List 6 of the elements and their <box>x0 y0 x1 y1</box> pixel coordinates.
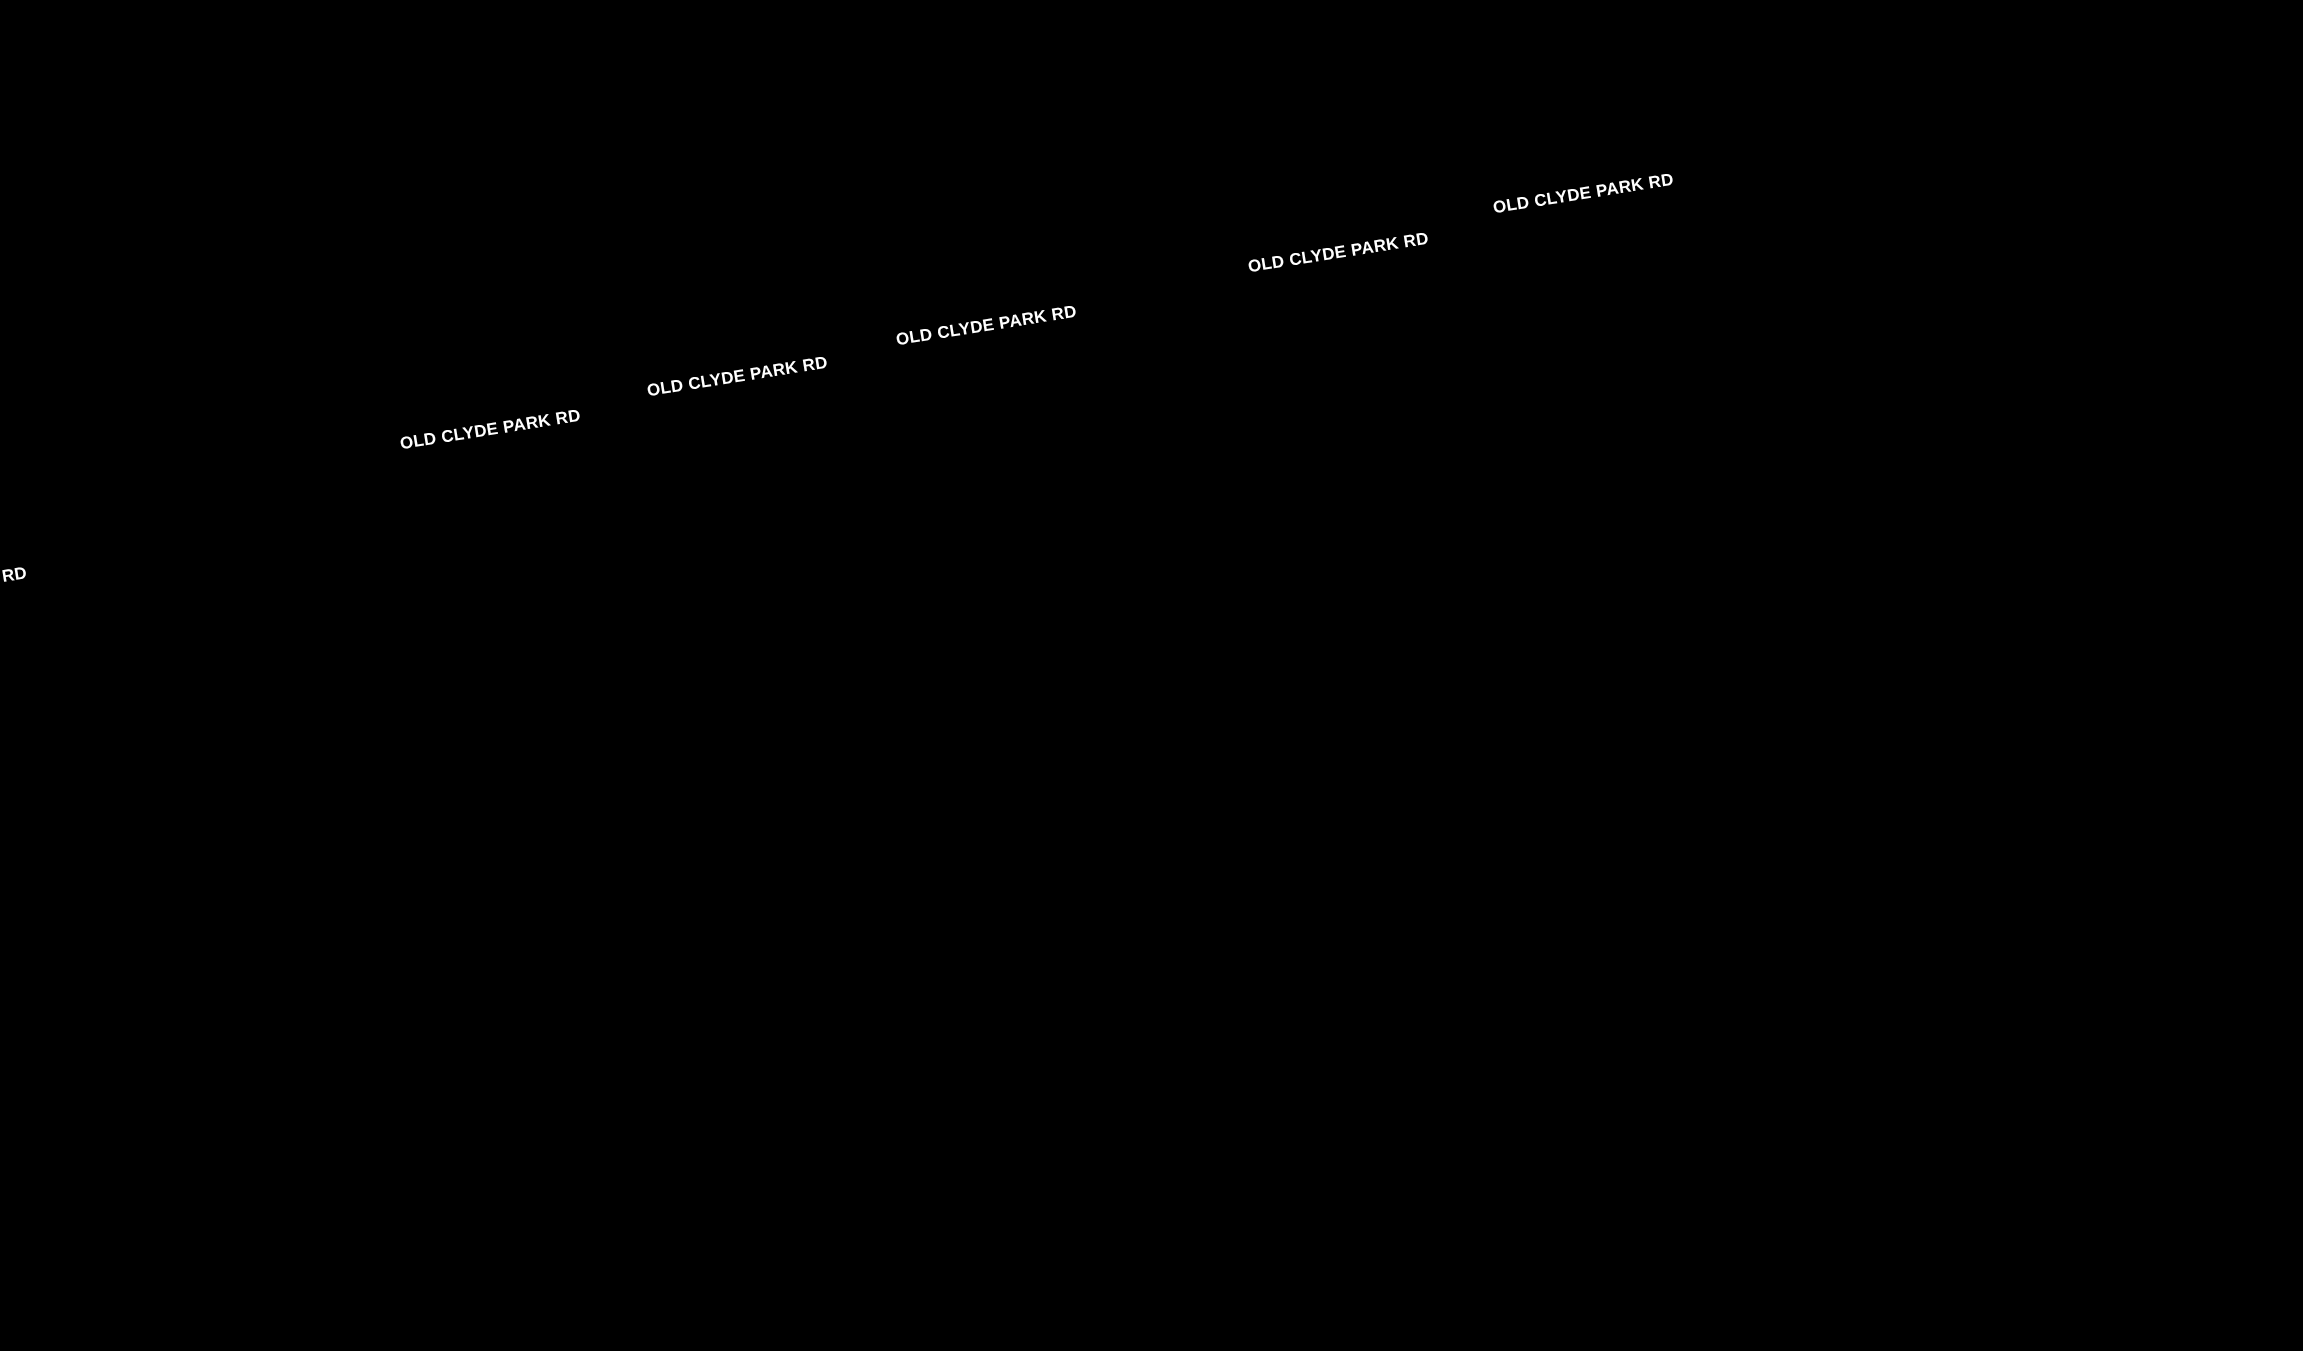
road-label: OLD CLYDE PARK RD <box>1491 169 1675 219</box>
road-label: OLD CLYDE PARK RD <box>1246 228 1430 278</box>
road-label: OLD CLYDE PARK RD <box>894 301 1078 351</box>
road-label: OLD CLYDE PARK RD <box>398 405 582 455</box>
road-label: OLD CLYDE PARK RD <box>645 352 829 402</box>
road-label: RD <box>0 563 29 587</box>
